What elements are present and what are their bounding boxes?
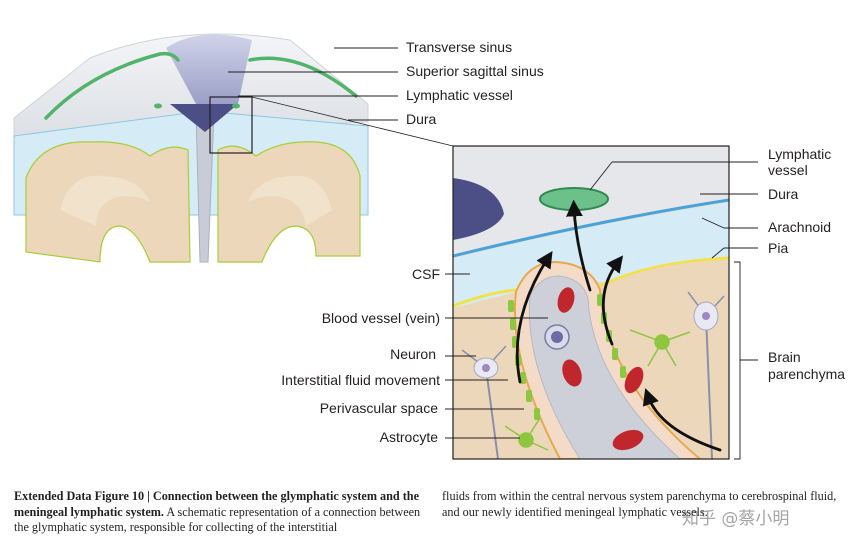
label-astrocyte: Astrocyte [380,429,439,445]
lymphatic-dot-left [154,103,162,109]
neuron-cell [461,345,507,459]
neuron-cell [687,291,725,459]
overview-leaders [228,47,398,121]
label-interstitial-fluid: Interstitial fluid movement [281,372,440,388]
caption-right: fluids from within the central nervous s… [442,489,854,520]
brain-overview [13,33,454,263]
gyrus-left [60,175,150,226]
white-blood-cell-nucleus [551,331,563,343]
pia-right [599,256,729,288]
blood-vessel [528,275,681,459]
red-blood-cell [624,366,644,394]
left-hemisphere [25,141,191,263]
arachnoid-line [453,198,729,258]
label-blood-vessel: Blood vessel (vein) [322,310,440,326]
sinus-cross-section [170,104,238,132]
inset-focus-box [209,96,253,154]
inset-frame [452,145,730,460]
red-blood-cell [557,287,575,313]
sagittal-sinus-surface [166,34,252,104]
inset-panel [453,146,729,459]
label-lymphatic-vessel-inset-2: vessel [768,162,808,178]
inset-leaders [445,161,758,439]
label-transverse-sinus: Transverse sinus [406,39,512,55]
parenchyma-left [453,292,560,459]
label-brain-parenchyma-2: parenchyma [768,366,845,382]
caption-text-right: fluids from within the central nervous s… [442,489,837,519]
pia-left [453,288,517,308]
inset-connector-1 [251,96,454,147]
falx [195,111,215,263]
sinus-blob [453,178,504,240]
label-csf: CSF [412,266,440,282]
red-blood-cell [562,359,582,387]
lymphatic-vessel-left-overview [44,51,180,120]
lymphatic-dot-right [232,103,240,109]
label-lymphatic-vessel-inset-1: Lymphatic [768,146,831,162]
label-lymphatic-vessel-overview: Lymphatic vessel [406,87,513,103]
label-brain-parenchyma-1: Brain [768,349,801,365]
label-superior-sagittal-sinus: Superior sagittal sinus [406,63,544,79]
label-dura-overview: Dura [406,111,437,127]
caption-text-left: A schematic representation of a connecti… [14,504,421,535]
gyrus-right [248,175,332,226]
label-dura-inset: Dura [768,186,799,202]
label-neuron: Neuron [390,346,436,362]
red-blood-cell [612,429,644,451]
label-arachnoid: Arachnoid [768,219,831,235]
label-perivascular-space: Perivascular space [320,400,438,416]
lymphatic-vessel-right-overview [248,56,358,98]
right-hemisphere [217,141,361,263]
parenchyma-bracket [734,261,741,460]
flow-arrows [515,199,722,452]
caption-title: Extended Data Figure 10 | Connection bet… [14,489,419,519]
label-pia: Pia [768,240,788,256]
caption-left: Extended Data Figure 10 | Connection bet… [14,489,426,536]
astrocyte-cell [504,329,691,451]
watermark: 知乎 @蔡小明 [682,509,790,529]
